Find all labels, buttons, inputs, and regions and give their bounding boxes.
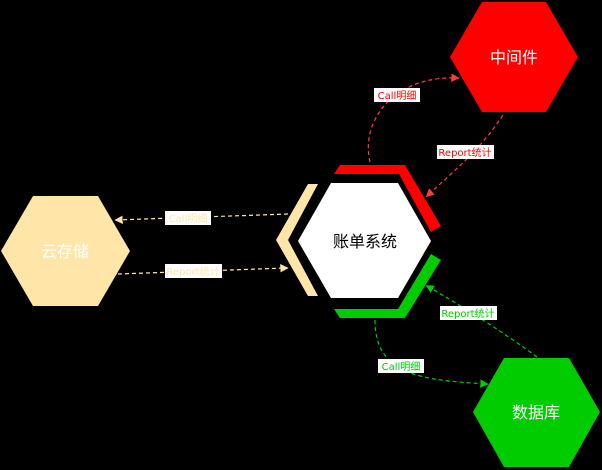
center-node-label: 账单系统 bbox=[333, 232, 397, 251]
edge-label-text: Call明细 bbox=[382, 360, 421, 373]
edge-label-text: Report统计 bbox=[166, 265, 219, 278]
database-hexagon bbox=[473, 358, 600, 467]
cloud-storage-node[interactable]: 云存储 bbox=[1, 196, 130, 306]
edge-label-center-to-middleware: Call明细 bbox=[374, 88, 420, 102]
middleware-node-label: 中间件 bbox=[490, 48, 538, 67]
edge-label-cloud-to-center: Report统计 bbox=[165, 264, 222, 278]
edge-label-text: Call明细 bbox=[169, 212, 208, 225]
cloud-storage-hexagon bbox=[1, 196, 130, 306]
edge-label-database-to-center: Report统计 bbox=[440, 306, 497, 320]
edge-label-text: Call明细 bbox=[378, 89, 417, 102]
center-node[interactable]: 账单系统 bbox=[276, 165, 441, 318]
database-node-label: 数据库 bbox=[512, 403, 560, 422]
center-hexagon bbox=[298, 183, 431, 298]
edge-label-middleware-to-center: Report统计 bbox=[437, 145, 494, 159]
edge-label-center-to-cloud: Call明细 bbox=[165, 211, 211, 225]
edge-label-text: Report统计 bbox=[438, 146, 491, 159]
middleware-node[interactable]: 中间件 bbox=[450, 2, 578, 112]
cloud-storage-node-label: 云存储 bbox=[41, 242, 89, 261]
middleware-hexagon bbox=[450, 2, 578, 112]
center-band-bottom bbox=[334, 254, 441, 318]
edge-center-to-middleware bbox=[367, 73, 460, 163]
edge-database-to-center bbox=[425, 285, 538, 358]
edge-label-center-to-database: Call明细 bbox=[378, 359, 424, 373]
center-band-left bbox=[276, 184, 318, 296]
center-band-top bbox=[334, 165, 441, 232]
edge-center-to-database bbox=[374, 319, 489, 388]
database-node[interactable]: 数据库 bbox=[473, 358, 600, 467]
edge-label-text: Report统计 bbox=[441, 307, 494, 320]
